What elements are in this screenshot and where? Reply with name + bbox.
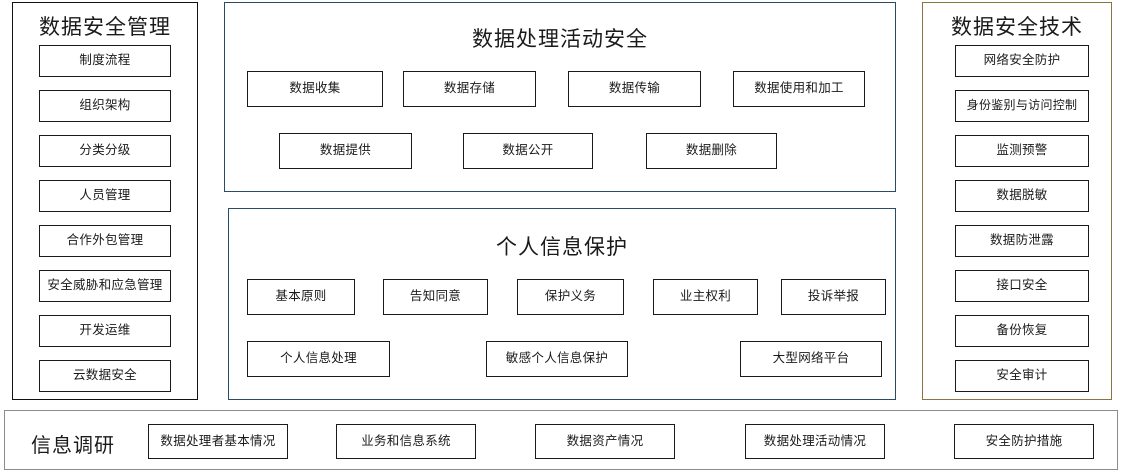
item-label: 数据传输	[608, 81, 661, 96]
panel-data-security-management: 数据安全管理 制度流程 组织架构 分类分级 人员管理 合作外包管理 安全威胁和应…	[12, 2, 198, 400]
item-survey-2[interactable]: 数据资产情况	[535, 424, 675, 459]
item-personal-r1-2[interactable]: 保护义务	[517, 279, 624, 315]
item-label: 接口安全	[996, 278, 1048, 293]
item-management-2[interactable]: 分类分级	[39, 135, 171, 167]
item-label: 数据资产情况	[566, 433, 644, 448]
item-label: 业务和信息系统	[361, 433, 451, 448]
item-personal-r2-2[interactable]: 大型网络平台	[740, 341, 882, 377]
panel-tech-title: 数据安全技术	[951, 16, 1083, 39]
item-tech-0[interactable]: 网络安全防护	[955, 45, 1089, 77]
item-label: 保护义务	[544, 289, 597, 304]
item-label: 数据防泄露	[989, 233, 1054, 248]
item-label: 安全防护措施	[985, 433, 1063, 448]
item-tech-7[interactable]: 安全审计	[955, 360, 1089, 392]
item-processing-r2-1[interactable]: 数据公开	[463, 133, 593, 169]
item-label: 合作外包管理	[66, 233, 144, 248]
item-label: 安全审计	[996, 368, 1048, 383]
item-label: 身份鉴别与访问控制	[966, 98, 1078, 113]
item-label: 数据存储	[443, 81, 496, 96]
panel-information-survey: 信息调研 数据处理者基本情况 业务和信息系统 数据资产情况 数据处理活动情况 安…	[4, 410, 1118, 470]
item-tech-2[interactable]: 监测预警	[955, 135, 1089, 167]
item-label: 数据公开	[502, 143, 554, 158]
item-label: 组织架构	[79, 98, 131, 113]
item-personal-r2-0[interactable]: 个人信息处理	[247, 341, 390, 377]
item-management-7[interactable]: 云数据安全	[39, 360, 171, 392]
item-management-3[interactable]: 人员管理	[39, 180, 171, 212]
item-label: 敏感个人信息保护	[505, 351, 609, 366]
panel-personal-title: 个人信息保护	[496, 236, 628, 259]
item-tech-1[interactable]: 身份鉴别与访问控制	[955, 90, 1089, 122]
item-label: 大型网络平台	[772, 351, 850, 366]
panel-survey-title: 信息调研	[31, 435, 115, 457]
item-label: 数据提供	[319, 143, 372, 158]
item-personal-r1-4[interactable]: 投诉举报	[781, 279, 886, 315]
item-label: 备份恢复	[996, 323, 1048, 338]
item-label: 投诉举报	[807, 289, 860, 304]
item-tech-3[interactable]: 数据脱敏	[955, 180, 1089, 212]
item-label: 数据处理活动情况	[763, 433, 867, 448]
item-survey-4[interactable]: 安全防护措施	[954, 424, 1094, 459]
item-processing-r2-0[interactable]: 数据提供	[279, 133, 412, 169]
item-label: 告知同意	[409, 289, 462, 304]
item-label: 分类分级	[79, 143, 131, 158]
item-label: 个人信息处理	[280, 351, 357, 366]
panel-data-security-technology: 数据安全技术 网络安全防护 身份鉴别与访问控制 监测预警 数据脱敏 数据防泄露 …	[922, 2, 1112, 400]
item-label: 数据处理者基本情况	[160, 433, 276, 448]
item-survey-3[interactable]: 数据处理活动情况	[745, 424, 885, 459]
item-management-5[interactable]: 安全威胁和应急管理	[39, 270, 171, 302]
item-label: 业主权利	[679, 289, 732, 304]
item-label: 数据收集	[289, 81, 341, 96]
panel-processing-title: 数据处理活动安全	[472, 28, 648, 51]
item-label: 制度流程	[79, 53, 131, 68]
panel-personal-information-protection: 个人信息保护 基本原则 告知同意 保护义务 业主权利 投诉举报 个人信息处理 敏…	[228, 208, 896, 400]
item-survey-1[interactable]: 业务和信息系统	[336, 424, 476, 459]
item-label: 开发运维	[79, 323, 131, 338]
item-processing-r1-3[interactable]: 数据使用和加工	[733, 71, 865, 107]
item-processing-r1-2[interactable]: 数据传输	[568, 71, 701, 107]
item-tech-6[interactable]: 备份恢复	[955, 315, 1089, 347]
item-label: 基本原则	[275, 289, 327, 304]
item-processing-r1-0[interactable]: 数据收集	[247, 71, 383, 107]
item-label: 数据删除	[685, 143, 738, 158]
item-personal-r1-1[interactable]: 告知同意	[383, 279, 488, 315]
panel-management-title: 数据安全管理	[39, 16, 171, 39]
item-label: 数据脱敏	[996, 188, 1048, 203]
item-tech-5[interactable]: 接口安全	[955, 270, 1089, 302]
item-processing-r2-2[interactable]: 数据删除	[646, 133, 777, 169]
item-processing-r1-1[interactable]: 数据存储	[403, 71, 536, 107]
item-management-0[interactable]: 制度流程	[39, 45, 171, 77]
item-tech-4[interactable]: 数据防泄露	[955, 225, 1089, 257]
item-label: 云数据安全	[72, 368, 137, 383]
item-label: 人员管理	[79, 188, 131, 203]
item-survey-0[interactable]: 数据处理者基本情况	[148, 424, 288, 459]
item-personal-r2-1[interactable]: 敏感个人信息保护	[486, 341, 628, 377]
item-management-1[interactable]: 组织架构	[39, 90, 171, 122]
item-label: 安全威胁和应急管理	[47, 278, 163, 293]
panel-data-processing-activity-security: 数据处理活动安全 数据收集 数据存储 数据传输 数据使用和加工 数据提供 数据公…	[224, 2, 896, 192]
item-personal-r1-0[interactable]: 基本原则	[247, 279, 355, 315]
item-label: 网络安全防护	[983, 53, 1061, 68]
item-personal-r1-3[interactable]: 业主权利	[653, 279, 758, 315]
item-management-6[interactable]: 开发运维	[39, 315, 171, 347]
item-label: 数据使用和加工	[754, 81, 844, 96]
item-management-4[interactable]: 合作外包管理	[39, 225, 171, 257]
item-label: 监测预警	[996, 143, 1048, 158]
